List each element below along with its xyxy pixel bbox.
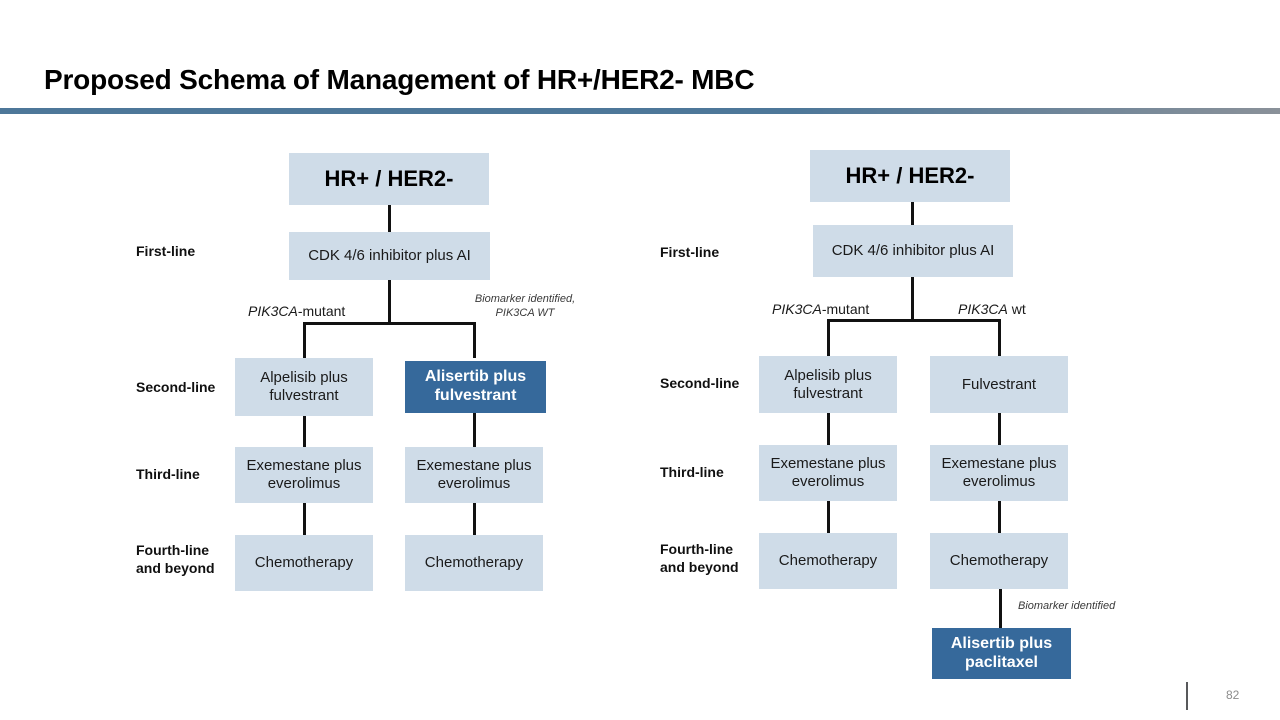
node-first-line-right: CDK 4/6 inhibitor plus AI: [813, 225, 1013, 277]
stage-label-fourth-line-left: Fourth-line and beyond: [136, 542, 215, 576]
node-header-right: HR+ / HER2-: [810, 150, 1010, 202]
stage-label-second-line-right: Second-line: [660, 375, 740, 391]
title-divider-rule: [0, 108, 1280, 114]
node-third-line-right-2-text: Exemestane plus everolimus: [941, 455, 1057, 490]
connector-right-third-to-fourth-left: [827, 501, 830, 533]
gene-name-pik3ca: PIK3CA: [248, 303, 298, 319]
connector-left-split-to-second-right: [473, 322, 476, 358]
connector-left-third-to-fourth-right: [473, 503, 476, 535]
node-first-line-left: CDK 4/6 inhibitor plus AI: [289, 232, 490, 280]
node-fifth-line-alisertib-paclitaxel-text: Alisertib plus paclitaxel: [950, 634, 1053, 671]
node-second-line-right-fulvestrant-text: Fulvestrant: [961, 375, 1037, 393]
connector-left-first-to-split: [388, 280, 391, 324]
node-fourth-line-left-1-text: Chemotherapy: [254, 554, 354, 572]
connector-left-split-horizontal: [303, 322, 476, 325]
node-fourth-line-left-2: Chemotherapy: [405, 535, 543, 591]
connector-right-first-to-split: [911, 277, 914, 321]
gene-suffix-mutant-right: -mutant: [821, 301, 870, 317]
node-third-line-right-2: Exemestane plus everolimus: [930, 445, 1068, 501]
node-second-line-right-fulvestrant: Fulvestrant: [930, 356, 1068, 413]
node-third-line-left-2: Exemestane plus everolimus: [405, 447, 543, 503]
node-second-line-left-alpelisib: Alpelisib plus fulvestrant: [235, 358, 373, 416]
node-header-left-text: HR+ / HER2-: [324, 166, 454, 192]
page-title: Proposed Schema of Management of HR+/HER…: [44, 64, 755, 95]
node-third-line-left-2-text: Exemestane plus everolimus: [416, 457, 532, 492]
connector-left-second-to-third-right: [473, 413, 476, 447]
node-header-left: HR+ / HER2-: [289, 153, 489, 205]
gene-suffix-wt: wt: [1007, 301, 1026, 317]
node-fourth-line-left-2-text: Chemotherapy: [424, 554, 524, 572]
connector-right-split-horizontal: [827, 319, 1001, 322]
connector-left-split-to-second-left: [303, 322, 306, 358]
branch-label-pik3ca-mutant-left: PIK3CA-mutant: [248, 303, 345, 319]
node-fourth-line-left-1: Chemotherapy: [235, 535, 373, 591]
page-number-divider: [1186, 682, 1188, 710]
node-fourth-line-right-2-text: Chemotherapy: [949, 552, 1049, 570]
page-number-group: 82: [1170, 680, 1280, 714]
stage-label-first-line-left: First-line: [136, 243, 196, 259]
node-header-right-text: HR+ / HER2-: [845, 163, 975, 189]
branch-label-pik3ca-mutant-right: PIK3CA-mutant: [772, 301, 869, 317]
node-third-line-right-1: Exemestane plus everolimus: [759, 445, 897, 501]
connector-left-third-to-fourth-left: [303, 503, 306, 535]
node-second-line-right-alpelisib: Alpelisib plus fulvestrant: [759, 356, 897, 413]
stage-label-third-line-left: Third-line: [136, 466, 200, 482]
connector-right-header-to-first: [911, 202, 914, 225]
node-second-line-left-alisertib-text: Alisertib plus fulvestrant: [424, 368, 527, 404]
connector-right-third-to-fourth-right: [998, 501, 1001, 533]
connector-right-second-to-third-left: [827, 413, 830, 445]
connector-right-second-to-third-right: [998, 413, 1001, 445]
node-third-line-left-1: Exemestane plus everolimus: [235, 447, 373, 503]
connector-right-split-to-second-left: [827, 319, 830, 356]
gene-suffix-mutant: -mutant: [297, 303, 346, 319]
node-first-line-right-text: CDK 4/6 inhibitor plus AI: [831, 242, 995, 260]
gene-name-pik3ca-wt: PIK3CA: [958, 301, 1008, 317]
branch-label-pik3ca-wt-right: PIK3CA wt: [958, 301, 1026, 317]
page-number: 82: [1226, 688, 1240, 702]
node-fourth-line-right-1-text: Chemotherapy: [778, 552, 878, 570]
gene-name-pik3ca-right: PIK3CA: [772, 301, 822, 317]
connector-left-header-to-first: [388, 205, 391, 232]
node-third-line-left-1-text: Exemestane plus everolimus: [246, 457, 362, 492]
note-biomarker-identified-right: Biomarker identified: [1018, 600, 1116, 612]
stage-label-fourth-line-right: Fourth-line and beyond: [660, 541, 739, 575]
connector-right-split-to-second-right: [998, 319, 1001, 356]
node-fifth-line-alisertib-paclitaxel: Alisertib plus paclitaxel: [932, 628, 1071, 679]
connector-right-fourth-to-fifth: [999, 589, 1002, 629]
note-biomarker-identified-left: Biomarker identified, PIK3CA WT: [474, 293, 576, 319]
stage-label-first-line-right: First-line: [660, 244, 720, 260]
stage-label-third-line-right: Third-line: [660, 464, 724, 480]
node-third-line-right-1-text: Exemestane plus everolimus: [770, 455, 886, 490]
node-first-line-left-text: CDK 4/6 inhibitor plus AI: [308, 247, 471, 265]
stage-label-second-line-left: Second-line: [136, 379, 216, 395]
node-fourth-line-right-2: Chemotherapy: [930, 533, 1068, 589]
node-second-line-left-text: Alpelisib plus fulvestrant: [260, 369, 348, 404]
node-second-line-left-alisertib: Alisertib plus fulvestrant: [405, 361, 546, 413]
node-fourth-line-right-1: Chemotherapy: [759, 533, 897, 589]
connector-left-second-to-third-left: [303, 416, 306, 447]
node-second-line-right-alpelisib-text: Alpelisib plus fulvestrant: [784, 366, 872, 402]
